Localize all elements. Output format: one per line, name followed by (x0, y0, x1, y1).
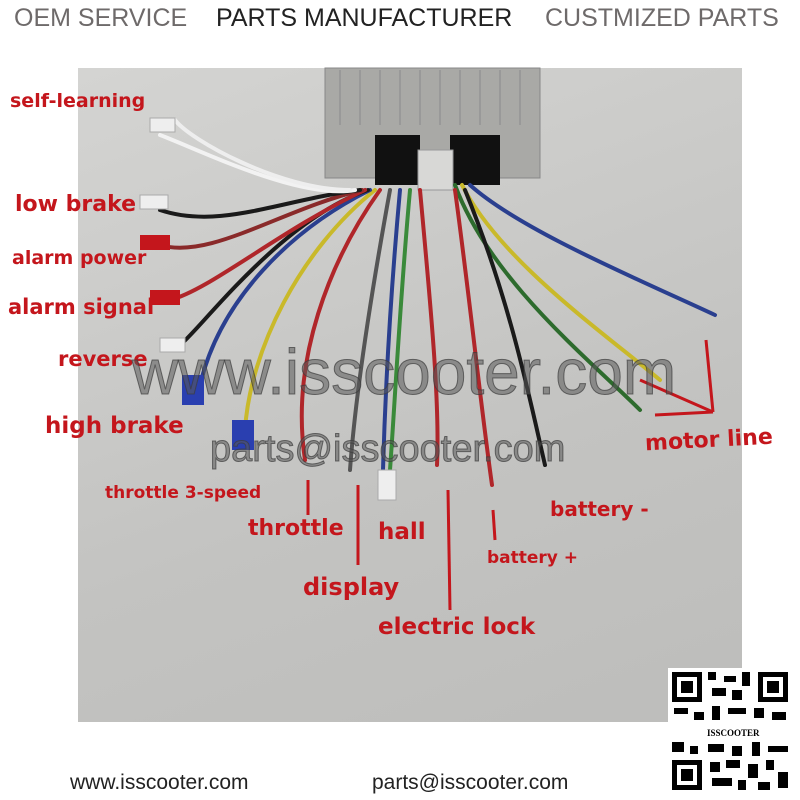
footer-website: www.isscooter.com (70, 771, 249, 794)
label-alarm-signal: alarm signal (8, 295, 155, 319)
qr-code: ISSCOOTER (668, 668, 792, 794)
footer-email: parts@isscooter.com (372, 771, 569, 794)
qr-label: ISSCOOTER (706, 728, 761, 738)
label-battery-minus: battery - (550, 497, 649, 521)
label-reverse: reverse (58, 347, 148, 371)
label-hall: hall (378, 519, 426, 545)
label-throttle-3-speed: throttle 3-speed (105, 483, 262, 503)
label-low-brake: low brake (15, 192, 137, 217)
header-parts-manufacturer: PARTS MANUFACTURER (216, 4, 513, 32)
watermark-website: www.isscooter.com (131, 336, 677, 409)
label-self-learning: self-learning (10, 90, 146, 112)
label-battery-plus: battery + (487, 548, 579, 568)
label-display: display (303, 573, 400, 601)
label-throttle: throttle (248, 516, 344, 541)
watermark-email: parts@isscooter.com (209, 428, 566, 471)
header-oem-service: OEM SERVICE (14, 4, 188, 32)
label-alarm-power: alarm power (12, 247, 147, 269)
label-electric-lock: electric lock (378, 614, 536, 640)
label-high-brake: high brake (45, 413, 184, 439)
header-customized-parts: CUSTMIZED PARTS (545, 4, 779, 32)
